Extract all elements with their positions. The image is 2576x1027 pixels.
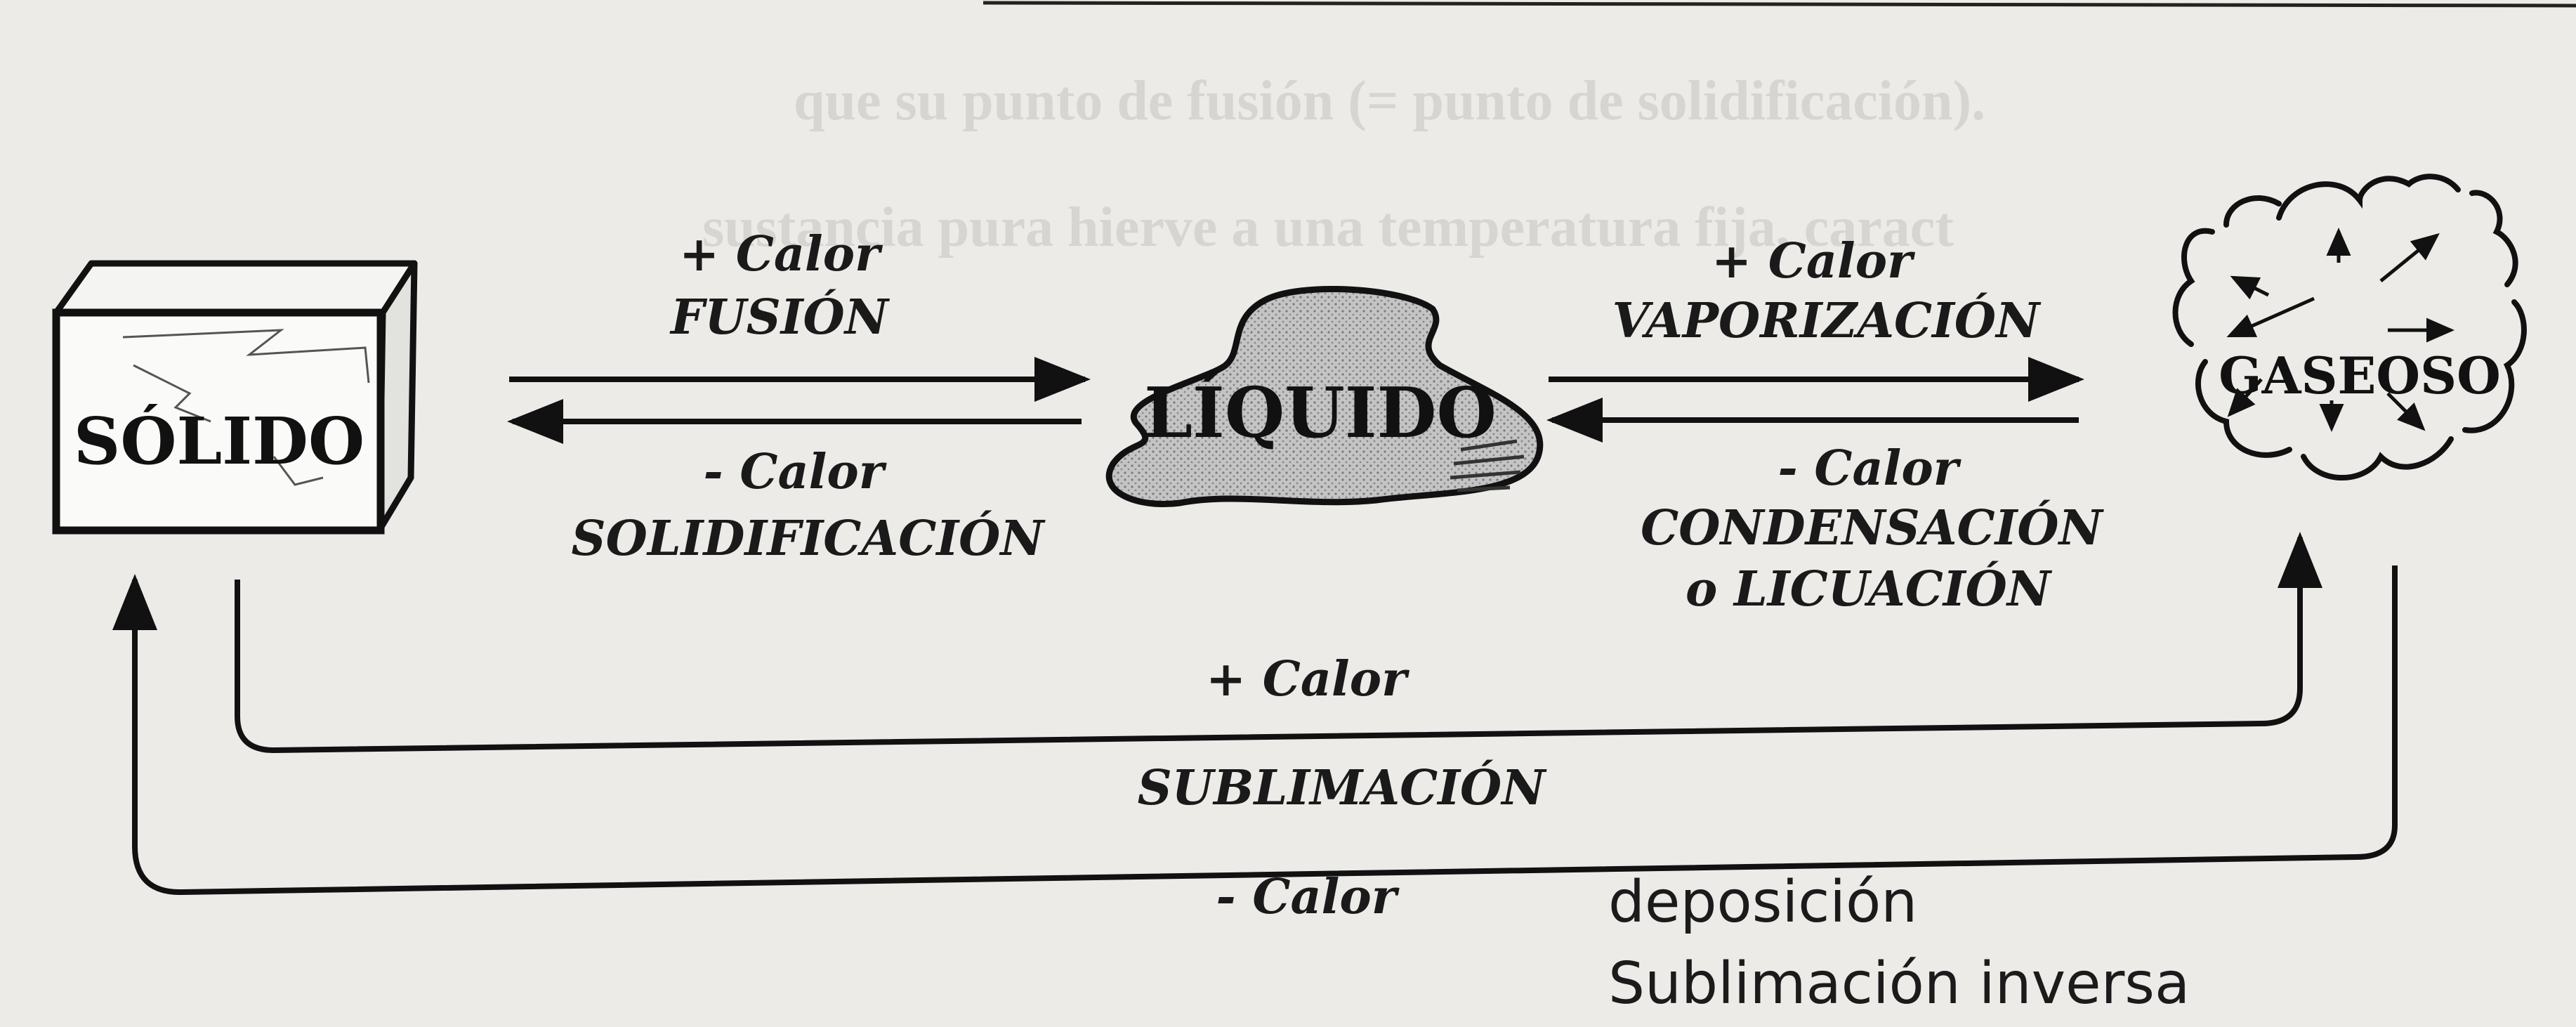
background-text-line-1: que su punto de fusión (= punto de solid…: [794, 70, 1985, 132]
sublimation-label: SUBLIMACIÓN: [1138, 760, 1548, 816]
particle-arrow-icon: [2230, 275, 2270, 300]
liquid-label: LÍQUIDO: [1144, 373, 1497, 454]
handwritten-inverse-sublimation: Sublimación inversa: [1608, 950, 2190, 1017]
solid-box: SÓLIDO: [52, 260, 418, 535]
solidification-heat-label: - Calor: [703, 444, 886, 500]
gas-label: GASEOSO: [2219, 346, 2501, 405]
licuation-label: o LICUACIÓN: [1685, 561, 2053, 617]
deposition-heat-label: - Calor: [1216, 869, 1399, 925]
liquid-blob: LÍQUIDO: [1105, 285, 1544, 508]
gas-cloud: GASEOSO: [2172, 174, 2527, 480]
vaporization-heat-label: + Calor: [1711, 233, 1915, 289]
solid-label: SÓLIDO: [74, 403, 364, 479]
particle-arrow-icon: [2386, 392, 2426, 431]
page-edge-line: [983, 1, 2576, 8]
fusion-heat-label: + Calor: [679, 226, 883, 282]
fusion-label: FUSIÓN: [669, 289, 891, 346]
background-text-line-2: sustancia pura hierve a una temperatura …: [702, 197, 1954, 259]
deposition-arrow: [112, 565, 2398, 896]
condensation-heat-label: - Calor: [1777, 440, 1961, 497]
particle-arrow-icon: [2379, 233, 2440, 282]
solidification-label: SOLIDIFICACIÓN: [571, 511, 1046, 567]
condensation-label: CONDENSACIÓN: [1641, 500, 2104, 556]
particle-arrow-icon: [2226, 296, 2315, 338]
sublimation-heat-label: + Calor: [1206, 651, 1409, 707]
handwritten-deposition: deposición: [1608, 869, 1917, 936]
particle-arrow-icon: [2227, 378, 2263, 417]
sublimation-arrow: [235, 532, 2322, 754]
vaporization-label: VAPORIZACIÓN: [1612, 293, 2042, 349]
